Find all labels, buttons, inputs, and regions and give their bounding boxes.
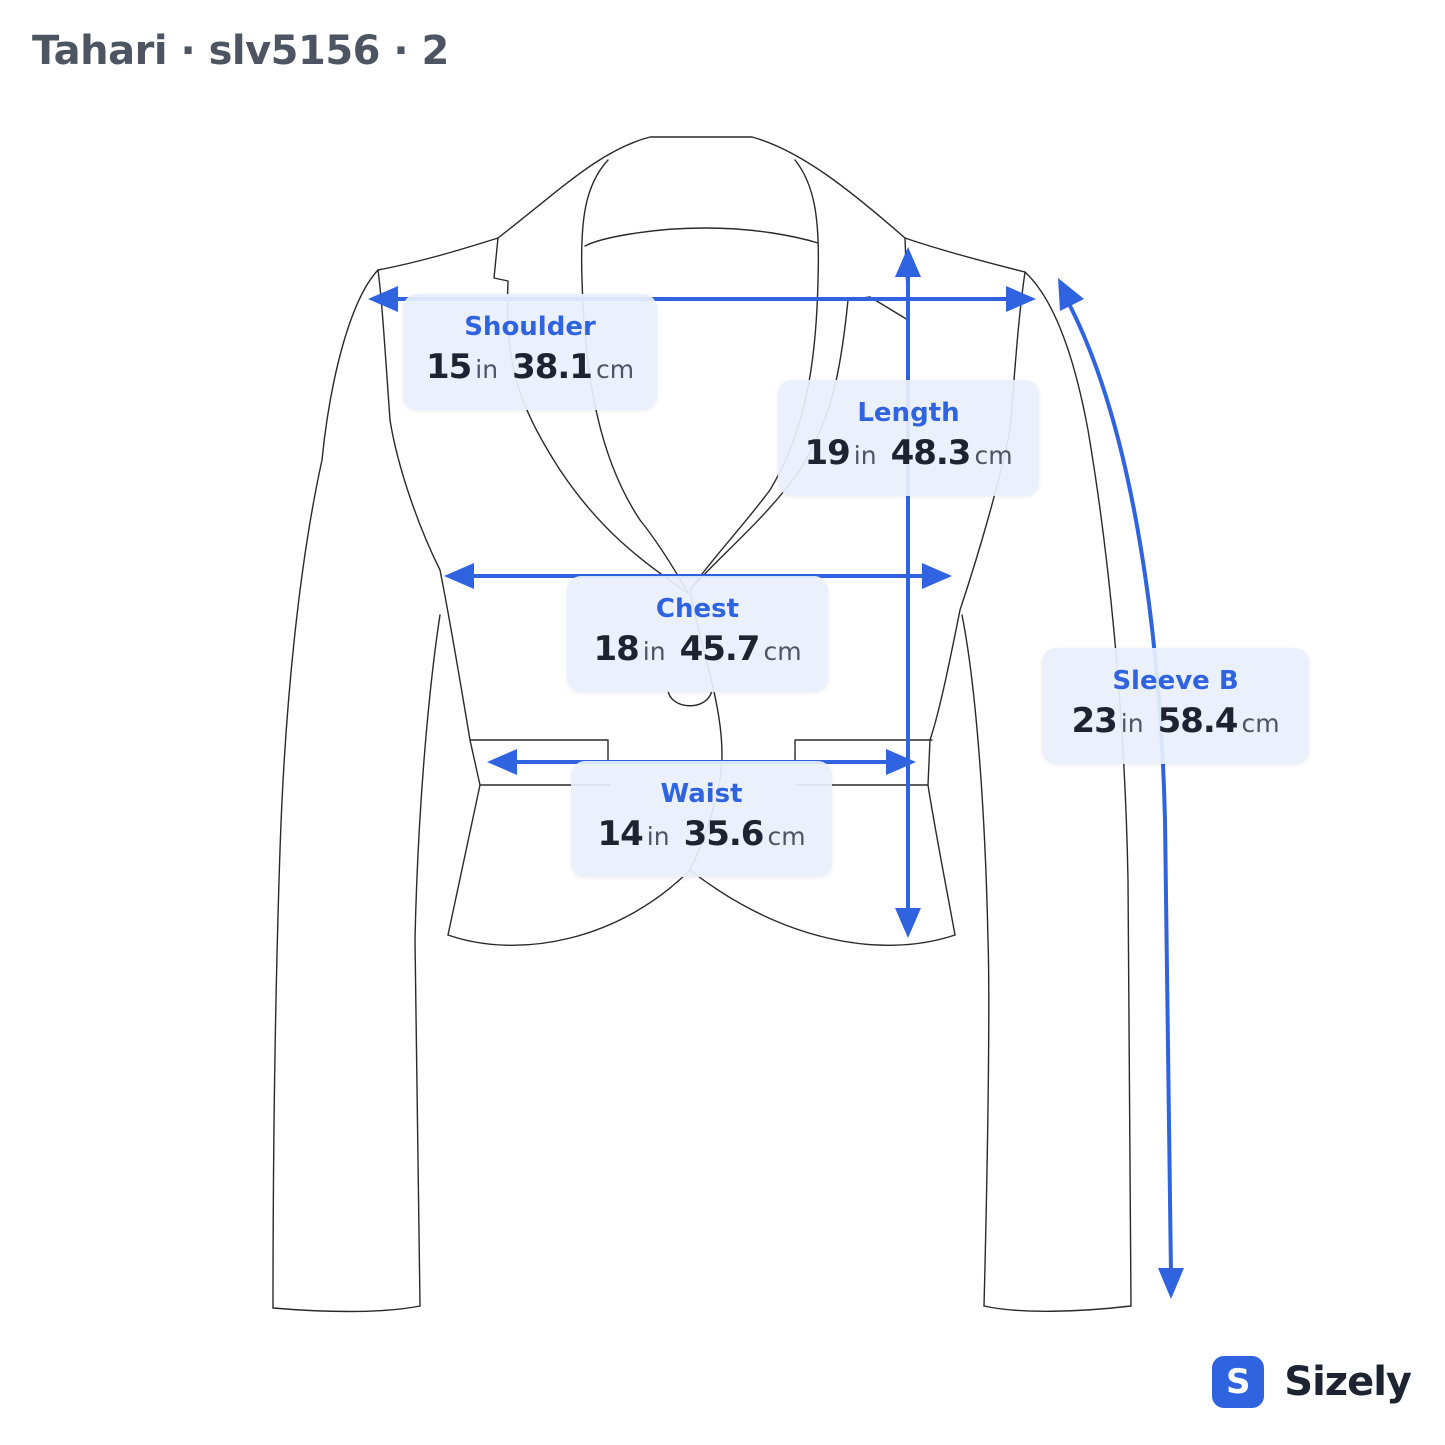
waist-value-cm: 35.6: [683, 814, 765, 854]
shoulder-label-name: Shoulder: [464, 312, 596, 342]
unit-in: in: [853, 441, 877, 470]
unit-cm: cm: [595, 355, 635, 384]
unit-in: in: [646, 822, 670, 851]
brand-logo: S Sizely: [1212, 1356, 1412, 1408]
length-value-in: 19: [804, 433, 850, 473]
unit-cm: cm: [763, 637, 802, 666]
brand-badge-icon: S: [1212, 1356, 1265, 1408]
unit-in: in: [1120, 709, 1144, 738]
length-value-cm: 48.3: [890, 433, 972, 473]
brand-name: Sizely: [1284, 1359, 1412, 1405]
sleeve-arrow: [1058, 278, 1184, 1299]
shoulder-value-in: 15: [425, 347, 472, 387]
sleeve-value-cm: 58.4: [1157, 701, 1239, 741]
length-arrow: [895, 247, 921, 938]
unit-cm: cm: [1241, 709, 1280, 738]
chest-value-cm: 45.7: [679, 629, 761, 669]
sleeve-value-in: 23: [1071, 701, 1117, 741]
waist-label-name: Waist: [660, 779, 743, 809]
length-label-name: Length: [857, 398, 960, 428]
sleeve-label-name: Sleeve B: [1112, 666, 1239, 696]
waist-value-in: 14: [597, 814, 643, 854]
unit-in: in: [642, 637, 666, 666]
shoulder-value-cm: 38.1: [512, 347, 593, 387]
page-title: Tahari · slv5156 · 2: [32, 28, 449, 74]
chest-value-in: 18: [593, 629, 639, 669]
jacket-outline: [272, 136, 1132, 1313]
unit-cm: cm: [767, 822, 806, 851]
unit-in: in: [475, 355, 499, 384]
unit-cm: cm: [974, 441, 1013, 470]
chest-label-name: Chest: [655, 594, 740, 624]
